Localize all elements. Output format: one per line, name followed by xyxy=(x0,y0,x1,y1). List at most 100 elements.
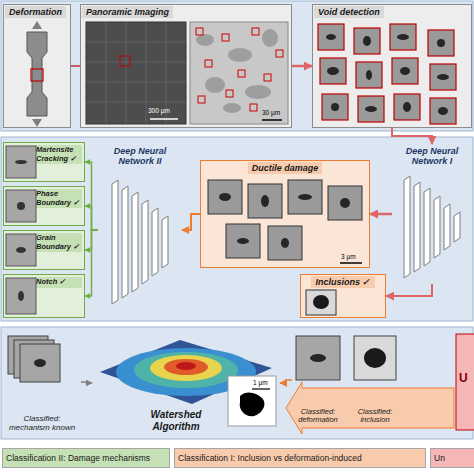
layer xyxy=(132,192,138,292)
node-text: Ductile damage xyxy=(248,162,323,174)
void-box xyxy=(264,74,271,81)
connector-arrow xyxy=(85,230,98,250)
legend-text: Classification I: Inclusion vs deformati… xyxy=(174,448,426,468)
connector-arrow xyxy=(386,284,432,296)
crop-image xyxy=(20,344,60,382)
node-text: Deep Neural Network II xyxy=(98,144,182,167)
mask-image xyxy=(228,376,276,426)
grid-line xyxy=(126,22,127,124)
void xyxy=(397,34,409,40)
micrograph xyxy=(190,22,288,124)
node-text: Watershed Algorithm xyxy=(132,409,220,436)
void xyxy=(18,291,24,301)
cut-off-box xyxy=(456,334,474,430)
layer xyxy=(434,196,440,258)
panel-band xyxy=(1,327,473,439)
void-box xyxy=(238,70,245,77)
crop-image xyxy=(288,180,322,214)
crop-image xyxy=(394,94,420,120)
grid-line xyxy=(86,82,186,83)
connector-arrow xyxy=(182,214,200,230)
thumbnail-voids xyxy=(15,160,27,301)
step-box: Panoramic Imaging xyxy=(80,4,292,128)
layer xyxy=(162,216,168,268)
void xyxy=(331,103,339,111)
connector-arrow xyxy=(280,380,292,383)
scale-label: 3 µm xyxy=(341,254,356,261)
grid-line xyxy=(86,102,186,103)
grid-line xyxy=(86,62,186,63)
void xyxy=(365,106,377,112)
network-block: Deep Neural Network I xyxy=(392,144,472,284)
void-box xyxy=(250,104,257,111)
zoom-frame xyxy=(120,56,130,66)
surface-plot xyxy=(100,340,272,404)
flow-arrow xyxy=(286,382,454,434)
void xyxy=(17,202,25,210)
crop-image xyxy=(208,180,242,214)
load-arrow xyxy=(32,21,42,29)
legend-text: Un xyxy=(430,448,474,468)
crop-image xyxy=(226,224,260,258)
legend-item: Un xyxy=(430,448,474,468)
grain xyxy=(245,85,271,99)
class-box: Inclusions ✓ xyxy=(300,274,386,318)
mechanism-box: Martensite Cracking ✓ xyxy=(3,142,85,182)
ductile-crops xyxy=(208,180,362,260)
scale-bar xyxy=(262,119,282,121)
void xyxy=(437,74,449,80)
crop-image xyxy=(430,64,456,90)
crop-image xyxy=(392,58,418,84)
thumbnail xyxy=(6,234,36,266)
layer xyxy=(414,182,420,272)
grain xyxy=(228,48,252,62)
scale-bar xyxy=(252,388,270,389)
tensile-specimen xyxy=(27,32,47,116)
connector-arrow xyxy=(370,213,392,216)
void xyxy=(326,34,336,40)
node-text: Inclusions ✓ xyxy=(311,276,374,288)
load-arrow xyxy=(32,119,42,127)
crop-image xyxy=(306,290,336,315)
void xyxy=(219,193,231,201)
void xyxy=(438,107,448,115)
step-box: Void detection xyxy=(312,4,472,128)
class-box: Ductile damage xyxy=(200,160,370,268)
image-group: Classified: deformation xyxy=(292,332,344,428)
node-text: Void detection xyxy=(314,6,384,18)
void-crops xyxy=(318,24,456,124)
void xyxy=(310,354,326,362)
layer xyxy=(152,208,158,276)
grid-line xyxy=(146,22,147,124)
void-box xyxy=(205,60,212,67)
panel-band xyxy=(1,137,473,321)
void-box xyxy=(196,28,203,35)
crop-image xyxy=(268,226,302,260)
grain xyxy=(205,77,225,93)
void xyxy=(403,102,411,112)
void-box xyxy=(252,28,259,35)
crop-image xyxy=(320,58,346,84)
crop-image xyxy=(328,186,362,220)
layer xyxy=(112,180,118,304)
scale-bar xyxy=(150,118,178,120)
surface-level xyxy=(150,355,222,381)
node-text: Panoramic Imaging xyxy=(82,6,173,18)
layer xyxy=(122,186,128,298)
network-layers xyxy=(404,176,460,278)
void xyxy=(363,36,371,46)
node-text: Grain Boundary ✓ xyxy=(34,233,82,252)
grid-line xyxy=(86,42,186,43)
node-text: Deep Neural Network I xyxy=(392,144,472,167)
void-box xyxy=(222,34,229,41)
void xyxy=(366,70,372,80)
void-markers xyxy=(196,28,283,111)
grain xyxy=(196,34,214,46)
scale-label: 1 µm xyxy=(253,380,268,387)
node-text: Martensite Cracking ✓ xyxy=(34,145,82,164)
scale-label: 300 µm xyxy=(148,108,170,115)
node-text: Phase Boundary ✓ xyxy=(34,189,82,208)
